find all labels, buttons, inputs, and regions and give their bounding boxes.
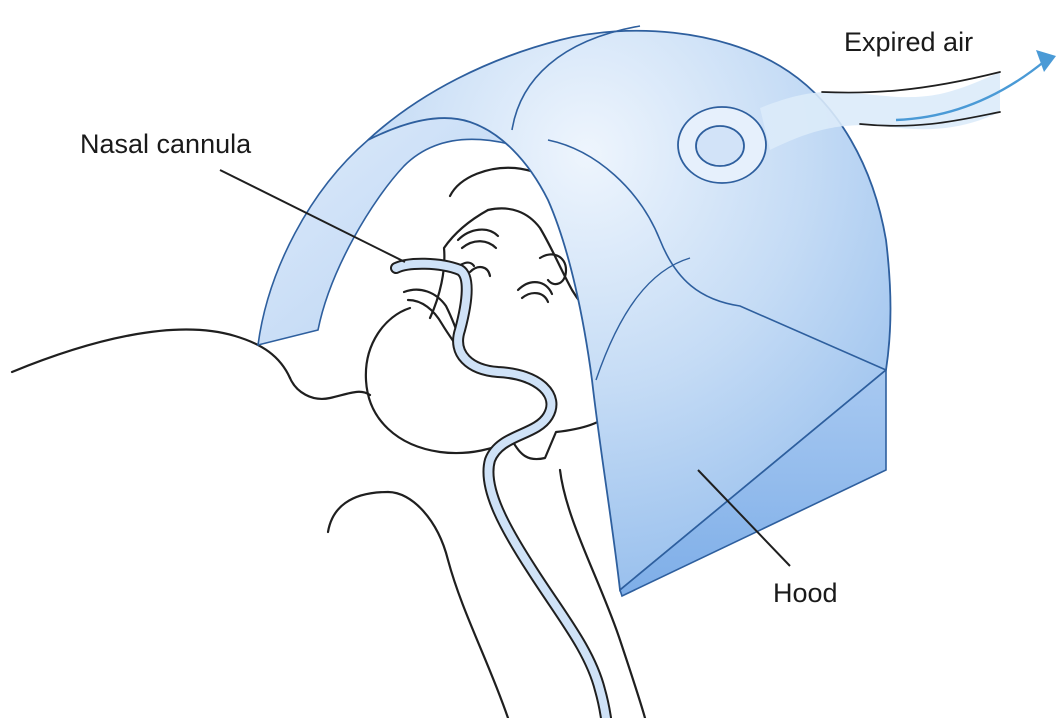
- expired-air-outlet: [760, 50, 1056, 150]
- expired-air-label: Expired air: [844, 29, 973, 56]
- nasal-cannula-label: Nasal cannula: [80, 131, 251, 158]
- hood-label: Hood: [773, 580, 838, 607]
- nasal-cannula-tubing: [396, 264, 606, 718]
